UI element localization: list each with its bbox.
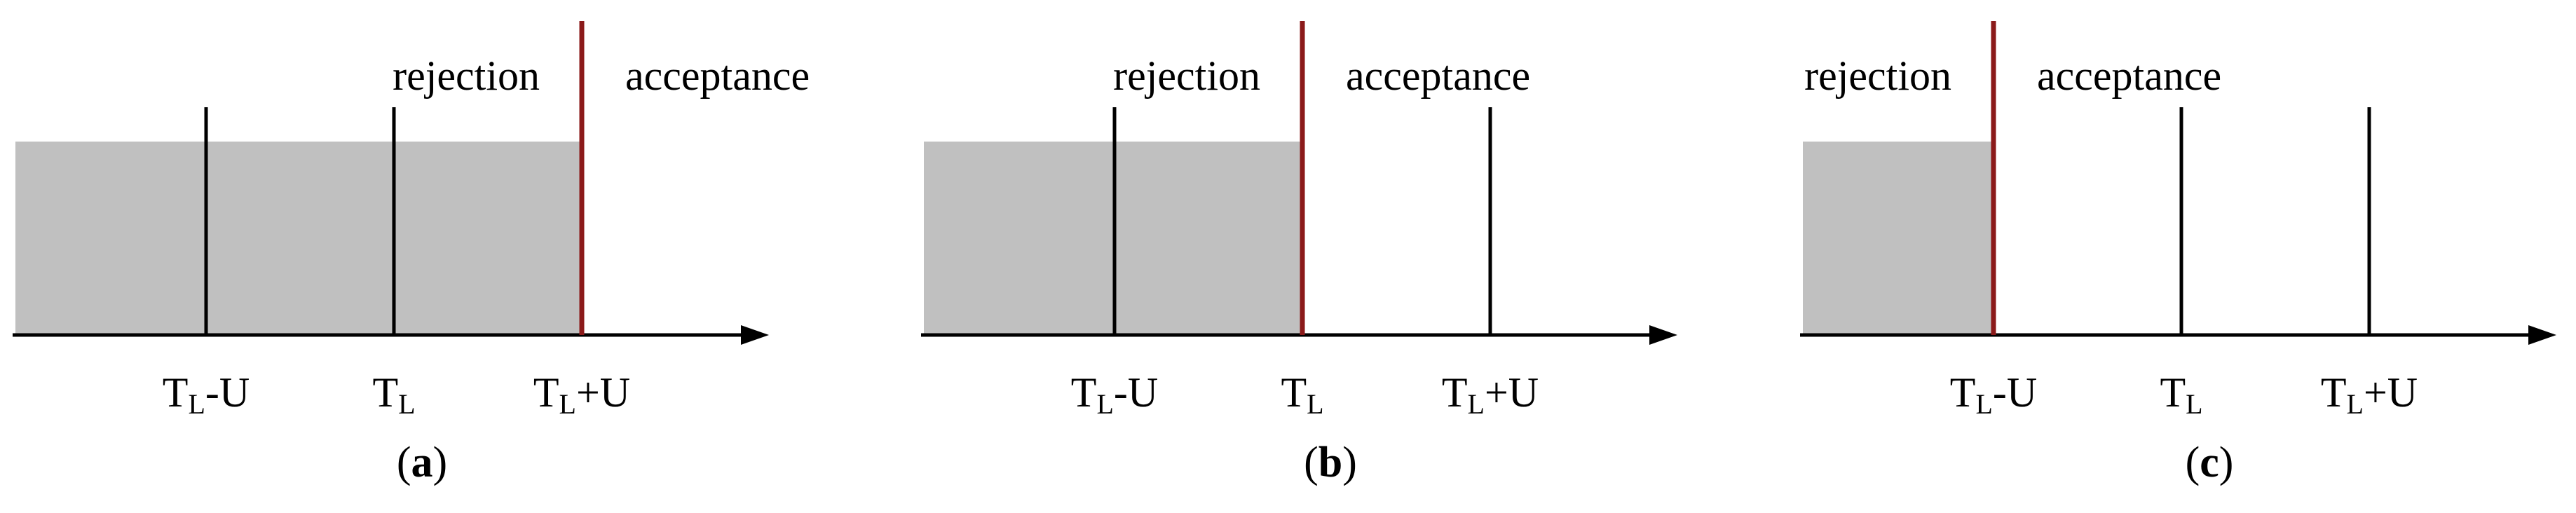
tick-label-subscript: L bbox=[2347, 388, 2364, 420]
caption-letter: a bbox=[411, 439, 433, 486]
tick-label: TL-U bbox=[163, 369, 250, 420]
tick-label-suffix: -U bbox=[1993, 369, 2037, 416]
axis-arrow-icon bbox=[741, 325, 769, 345]
rejection-label: rejection bbox=[1804, 53, 1951, 99]
axis-arrow-icon bbox=[1649, 325, 1677, 345]
caption-letter: b bbox=[1318, 439, 1342, 486]
caption-letter: c bbox=[2200, 439, 2219, 486]
tick-label-subscript: L bbox=[559, 388, 576, 420]
rejection-label-text: rejection bbox=[1113, 53, 1260, 99]
rejection-label: rejection bbox=[1113, 53, 1260, 99]
rejection-region bbox=[15, 142, 582, 335]
tick-label-main: T bbox=[1281, 369, 1307, 416]
tick-label: TL bbox=[1281, 369, 1323, 420]
tick-label: TL+U bbox=[2321, 369, 2418, 420]
tick-label-main: T bbox=[533, 369, 559, 416]
tick-label-subscript: L bbox=[1307, 388, 1323, 420]
caption-open: ( bbox=[2186, 439, 2200, 486]
acceptance-label-text: acceptance bbox=[2037, 53, 2221, 99]
tick-label-main: T bbox=[2160, 369, 2186, 416]
tick-label-suffix: +U bbox=[1485, 369, 1539, 416]
tick-label-suffix: -U bbox=[205, 369, 250, 416]
rejection-region bbox=[1803, 142, 1994, 335]
acceptance-label-text: acceptance bbox=[1346, 53, 1530, 99]
tick-label-subscript: L bbox=[398, 388, 415, 420]
tick-label-subscript: L bbox=[1468, 388, 1485, 420]
tick-label-suffix: +U bbox=[576, 369, 630, 416]
tick-label-subscript: L bbox=[2186, 388, 2202, 420]
caption-open: ( bbox=[1304, 439, 1318, 486]
tick-label-subscript: L bbox=[1975, 388, 1992, 420]
tick-label-main: T bbox=[1442, 369, 1468, 416]
tick-label-main: T bbox=[163, 369, 189, 416]
tick-label: TL+U bbox=[1442, 369, 1539, 420]
tick-label-subscript: L bbox=[188, 388, 205, 420]
acceptance-label-text: acceptance bbox=[625, 53, 810, 99]
panel-caption: (a) bbox=[397, 439, 447, 486]
acceptance-label: acceptance bbox=[2037, 53, 2221, 99]
acceptance-label: acceptance bbox=[1346, 53, 1530, 99]
rejection-label-text: rejection bbox=[393, 53, 540, 99]
rejection-label-text: rejection bbox=[1804, 53, 1951, 99]
tick-label-main: T bbox=[1950, 369, 1976, 416]
panel-caption: (b) bbox=[1304, 439, 1357, 486]
tick-label: TL bbox=[372, 369, 415, 420]
tick-label-subscript: L bbox=[1096, 388, 1113, 420]
panel-caption: (c) bbox=[2186, 439, 2234, 486]
rejection-label: rejection bbox=[393, 53, 540, 99]
caption-close: ) bbox=[2219, 439, 2234, 486]
tick-label-main: T bbox=[2321, 369, 2347, 416]
tick-label: TL-U bbox=[1950, 369, 2037, 420]
caption-open: ( bbox=[397, 439, 411, 486]
tick-label-main: T bbox=[372, 369, 398, 416]
caption-close: ) bbox=[433, 439, 448, 486]
tick-label: TL-U bbox=[1071, 369, 1158, 420]
axis-arrow-icon bbox=[2528, 325, 2556, 345]
tick-label-main: T bbox=[1071, 369, 1097, 416]
tick-label: TL bbox=[2160, 369, 2202, 420]
tick-label-suffix: +U bbox=[2364, 369, 2418, 416]
acceptance-label: acceptance bbox=[625, 53, 810, 99]
caption-close: ) bbox=[1342, 439, 1357, 486]
tick-label: TL+U bbox=[533, 369, 630, 420]
tick-label-suffix: -U bbox=[1114, 369, 1158, 416]
